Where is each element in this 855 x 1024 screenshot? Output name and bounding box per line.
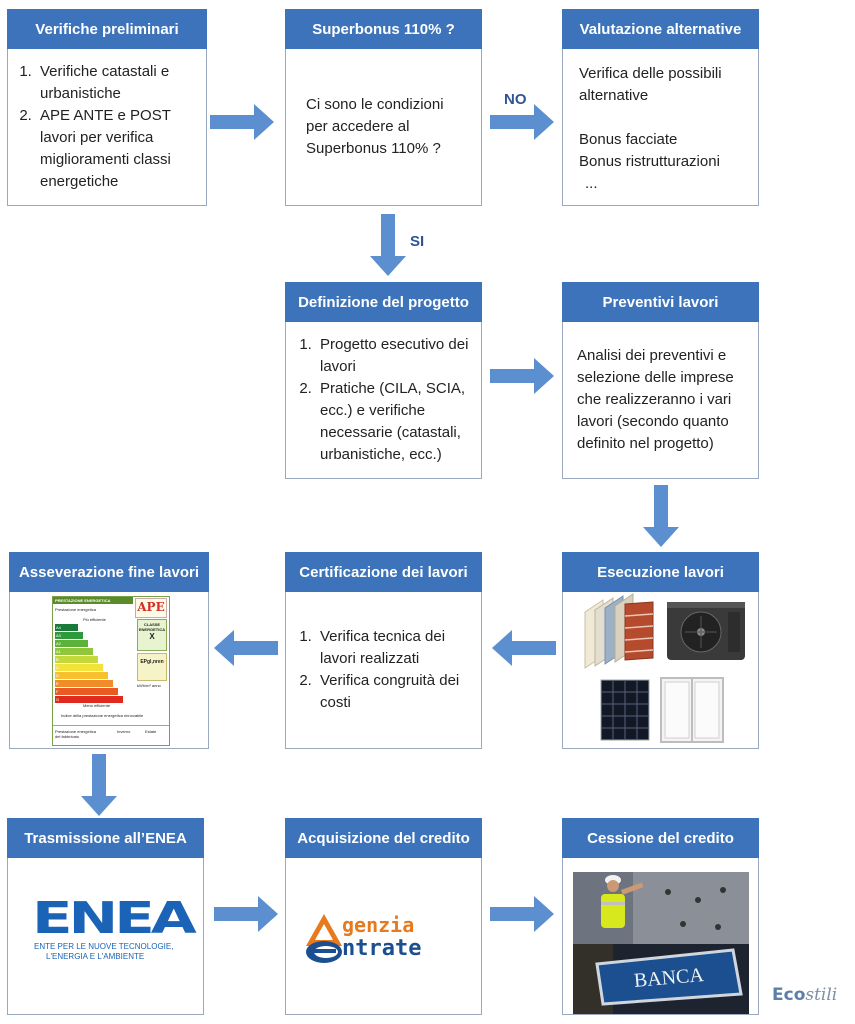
ape-less-efficient: Meno efficiente	[83, 703, 111, 708]
box-cessione-credito: Cessione del credito BANCA	[562, 818, 759, 1015]
arrow-right-no	[490, 104, 554, 140]
box-verifiche-preliminari: Verifiche preliminari Verifiche catastal…	[7, 9, 207, 206]
box-certificazione-lavori: Certificazione dei lavori Verifica tecni…	[285, 552, 482, 749]
ape-class-box: CLASSE ENERGETICA X	[137, 619, 167, 651]
insulation-image	[584, 593, 654, 669]
arrow-right-3	[214, 896, 278, 932]
steps-list: Verifiche catastali e urbanistiche APE A…	[8, 61, 206, 193]
box-esecuzione-lavori: Esecuzione lavori	[562, 552, 759, 749]
list-item: Verifiche catastali e urbanistiche	[36, 61, 206, 105]
box-title: Trasmissione all’ENEA	[7, 818, 204, 858]
list-item: Verifica tecnica dei lavori realizzati	[316, 626, 473, 670]
ape-index-text: Indice della prestazione energetica rinn…	[61, 713, 144, 718]
list-item: Progetto esecutivo dei lavori	[316, 334, 473, 378]
box-preventivi-lavori: Preventivi lavori Analisi dei preventivi…	[562, 282, 759, 479]
box-title: Valutazione alternative	[562, 9, 759, 49]
box-definizione-progetto: Definizione del progetto Progetto esecut…	[285, 282, 482, 479]
box-title: Verifiche preliminari	[7, 9, 207, 49]
box-superbonus: Superbonus 110% ? Ci sono le condizioni …	[285, 9, 482, 206]
solar-panel-image	[600, 679, 650, 741]
alt-ellipsis: ...	[585, 175, 598, 192]
box-title: Certificazione dei lavori	[285, 552, 482, 592]
ecostili-brand: Ecostili	[772, 985, 838, 1005]
steps-list: Verifica tecnica dei lavori realizzati V…	[286, 626, 481, 714]
box-title: Esecuzione lavori	[562, 552, 759, 592]
box-title: Definizione del progetto	[285, 282, 482, 322]
box-valutazione-alternative: Valutazione alternative Verifica delle p…	[562, 9, 759, 206]
ape-class-bar: A3	[55, 632, 83, 639]
agenzia-entrate-logo: genzia ntrate	[302, 914, 477, 974]
ape-class-bar: B	[55, 656, 98, 663]
arrow-left-1	[492, 630, 556, 666]
arrow-down-si	[370, 214, 406, 276]
box-title: Cessione del credito	[562, 818, 759, 858]
ape-energy-label: PRESTAZIONE ENERGETICA APE Prestazione e…	[52, 596, 170, 746]
box-title: Acquisizione del credito	[285, 818, 482, 858]
arrow-right-2	[490, 358, 554, 394]
alt-bonus-facciate: Bonus facciate	[579, 131, 678, 148]
ape-header: PRESTAZIONE ENERGETICA	[53, 597, 133, 604]
ape-subtitle: Prestazione energetica	[55, 607, 96, 612]
steps-list: Progetto esecutivo dei lavori Pratiche (…	[286, 334, 481, 466]
ape-class-bar: E	[55, 680, 113, 687]
alt-bonus-ristrutturazioni: Bonus ristrutturazioni	[579, 153, 720, 170]
works-illustration	[584, 593, 745, 743]
list-item: Pratiche (CILA, SCIA, ecc.) e verifiche …	[316, 378, 473, 466]
si-label: SI	[410, 233, 425, 250]
arrow-down-2	[643, 485, 679, 547]
alt-intro: Verifica delle possibili alternative	[579, 65, 722, 104]
ape-logo: APE	[135, 598, 167, 618]
ape-class-bar: A1	[55, 648, 93, 655]
ape-unit: kWh/m² anno	[137, 683, 161, 688]
arrow-right-4	[490, 896, 554, 932]
bank-photo: BANCA	[573, 944, 749, 1014]
list-item: Verifica congruità dei costi	[316, 670, 473, 714]
ape-class-bar: D	[55, 672, 108, 679]
box-text: Ci sono le condizioni per accedere al Su…	[306, 96, 444, 157]
ape-class-bar: G	[55, 696, 123, 703]
box-title: Asseverazione fine lavori	[9, 552, 209, 592]
arrow-left-2	[214, 630, 278, 666]
ape-ep-box: EPgl,nren	[137, 653, 167, 681]
ape-class-bar: A2	[55, 640, 88, 647]
box-trasmissione-enea: Trasmissione all’ENEA ENEA ENTE PER LE N…	[7, 818, 204, 1015]
heat-pump-image	[667, 602, 745, 660]
box-acquisizione-credito: Acquisizione del credito genzia ntrate	[285, 818, 482, 1015]
agenzia-logo-mark	[306, 914, 342, 963]
box-asseverazione-fine-lavori: Asseverazione fine lavori PRESTAZIONE EN…	[9, 552, 209, 749]
ape-class-bar: F	[55, 688, 118, 695]
worker-photo	[573, 872, 749, 944]
ape-more-efficient: Più efficiente	[83, 617, 106, 622]
box-text: Analisi dei preventivi e selezione delle…	[577, 347, 734, 452]
no-label: NO	[504, 91, 527, 108]
window-image	[660, 677, 724, 743]
arrow-right-1	[210, 104, 274, 140]
ape-bottom-row: Prestazione energetica del fabbricato In…	[53, 725, 169, 745]
ape-class-bar: A4	[55, 624, 78, 631]
enea-logo: ENEA ENTE PER LE NUOVE TECNOLOGIE, L'ENE…	[32, 893, 197, 962]
box-title: Superbonus 110% ?	[285, 9, 482, 49]
list-item: APE ANTE e POST lavori per verifica migl…	[36, 105, 206, 193]
box-title: Preventivi lavori	[562, 282, 759, 322]
ape-class-bar: C	[55, 664, 103, 671]
arrow-down-3	[81, 754, 117, 816]
